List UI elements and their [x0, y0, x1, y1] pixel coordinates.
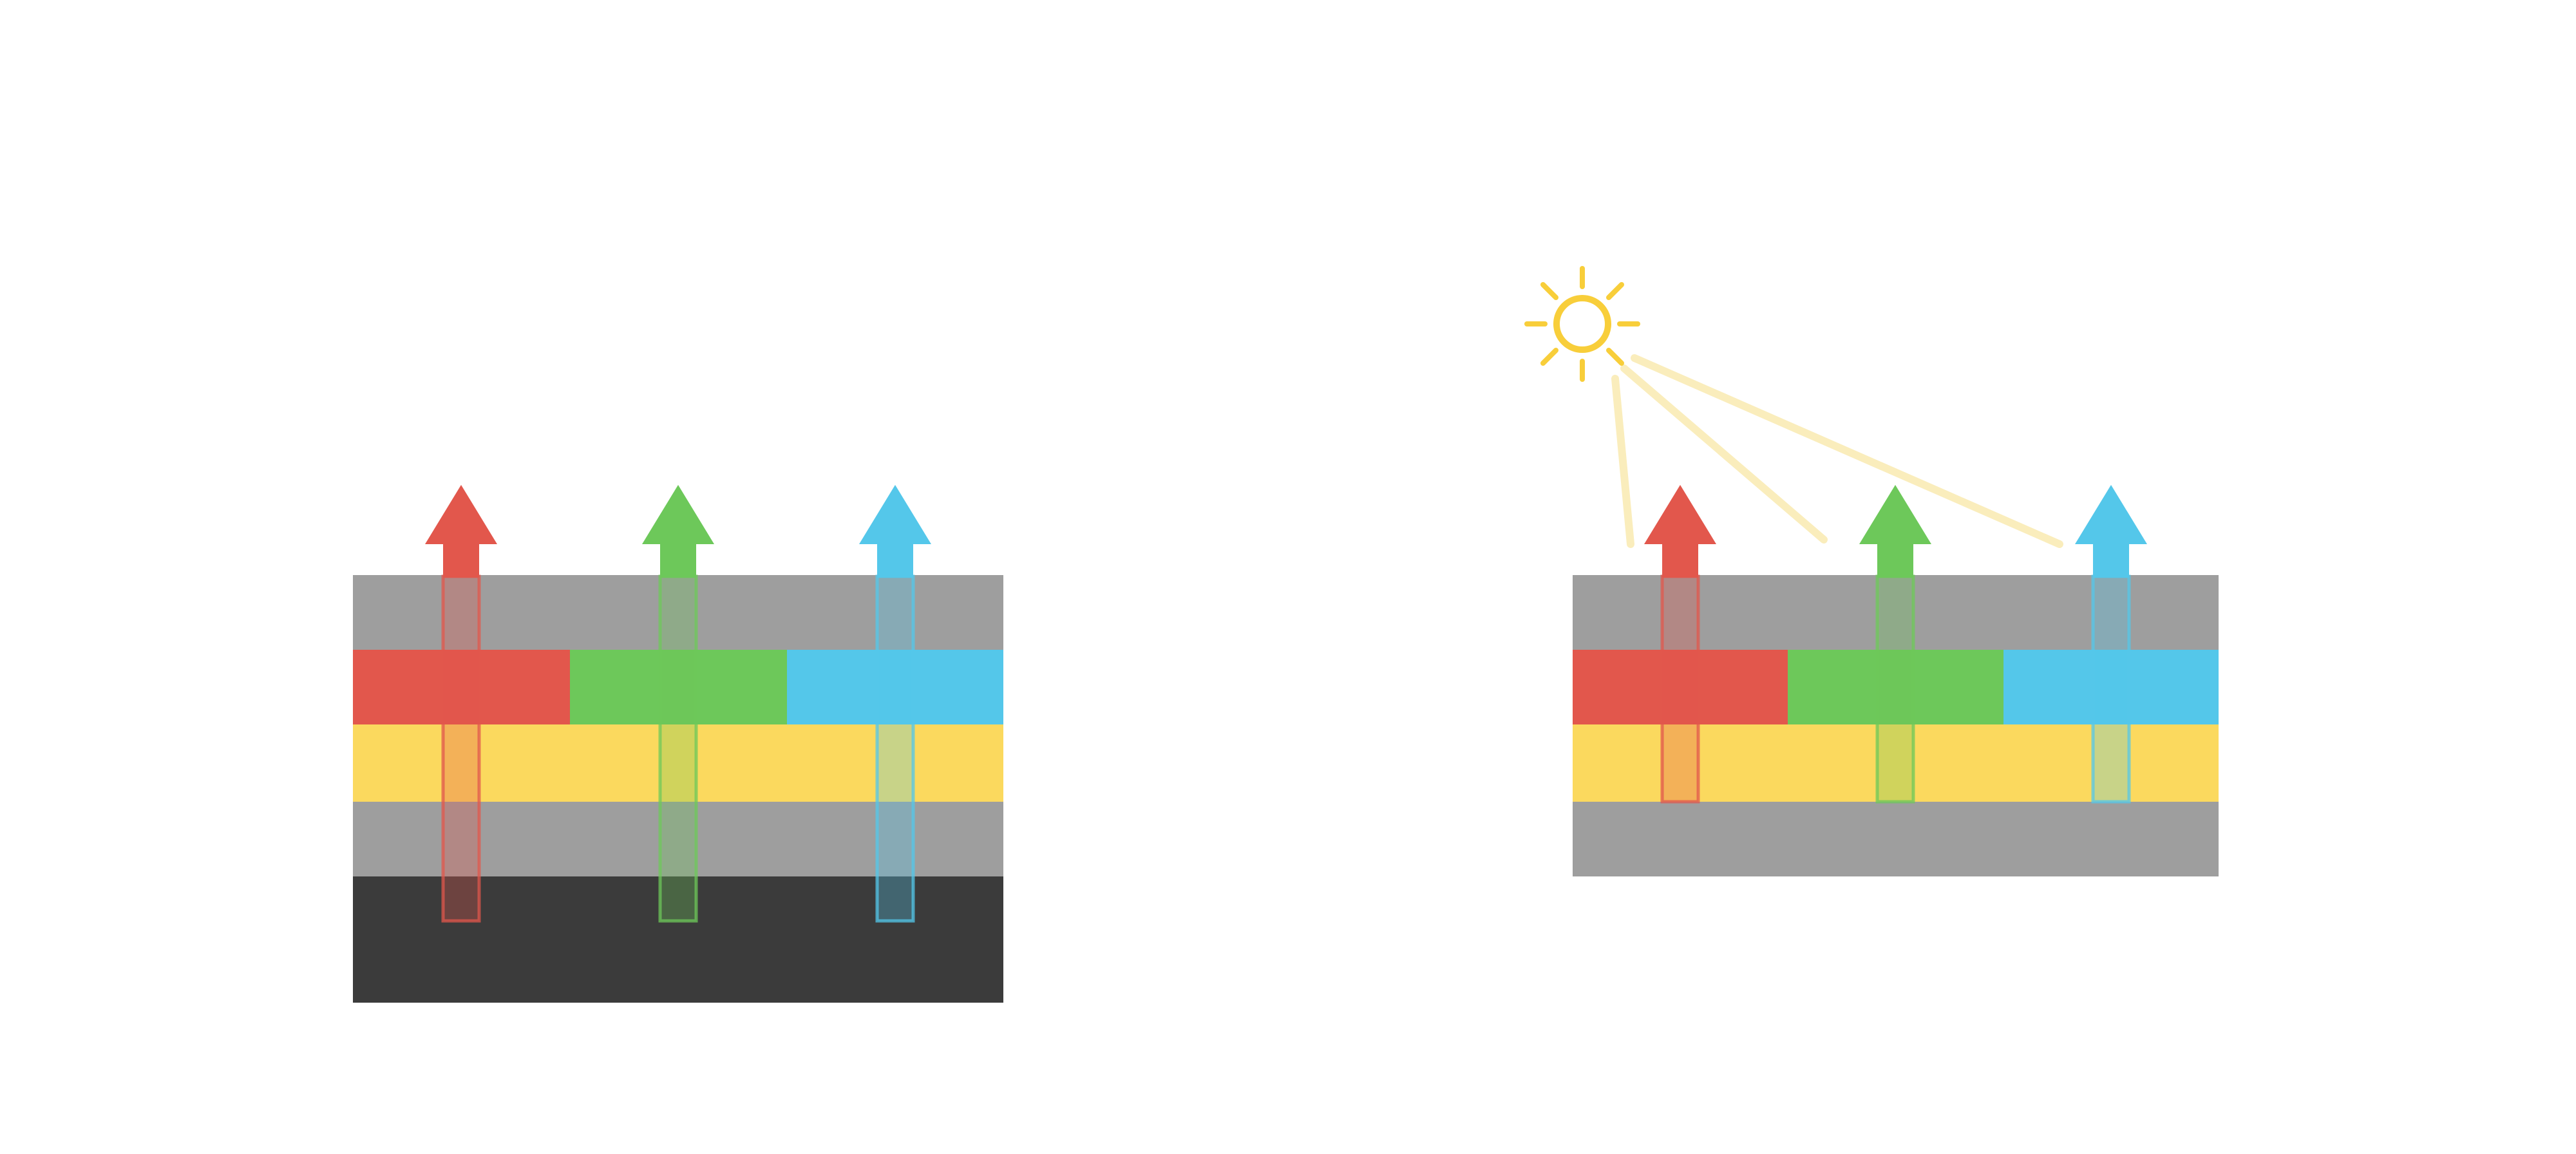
- right-arrow-tails: [1660, 574, 2131, 804]
- sun-icon: [1524, 266, 1640, 382]
- left-red-arrow-tail: [441, 574, 481, 923]
- sun-core: [1553, 295, 1611, 353]
- sun-beam: [1631, 354, 2063, 548]
- left-subpixel-green: [570, 650, 787, 724]
- right-layer-yellow: [1573, 724, 2219, 802]
- sun-beam: [1620, 364, 1828, 544]
- right-layer-gray-top: [1573, 575, 2219, 650]
- right-stack: [1573, 575, 2219, 876]
- sun-beams: [1611, 354, 2063, 548]
- left-subpixel-red: [353, 650, 570, 724]
- arrow-up-icon: [642, 485, 714, 578]
- left-stack: [353, 575, 1003, 1003]
- left-layer-dark-substrate: [353, 876, 1003, 1003]
- left-arrow-tails: [441, 574, 915, 923]
- right-subpixel-green: [1788, 650, 2003, 724]
- right-red-arrow-tail: [1660, 574, 1700, 804]
- right-cyan-arrow-tail: [2091, 574, 2131, 804]
- sun-ray: [1606, 348, 1624, 366]
- arrow-up-icon: [1859, 485, 1931, 578]
- arrow-up-icon: [2075, 485, 2147, 578]
- sun-ray: [1540, 282, 1558, 300]
- sun-ray: [1540, 348, 1558, 366]
- right-green-arrow-tail: [1875, 574, 1915, 804]
- left-layer-gray-top: [353, 575, 1003, 650]
- sun-beam: [1611, 375, 1634, 548]
- sun-ray: [1606, 282, 1624, 300]
- left-layer-yellow: [353, 724, 1003, 802]
- right-arrows: [1644, 485, 2147, 578]
- sun-rays: [1524, 266, 1640, 382]
- left-subpixel-cyan: [787, 650, 1003, 724]
- left-cyan-arrow-tail: [875, 574, 915, 923]
- right-subpixel-cyan: [2003, 650, 2219, 724]
- arrow-up-icon: [859, 485, 931, 578]
- left-green-arrow-tail: [658, 574, 698, 923]
- left-layer-gray-bottom: [353, 802, 1003, 876]
- right-subpixel-red: [1573, 650, 1788, 724]
- left-arrows: [425, 485, 931, 578]
- arrow-up-icon: [1644, 485, 1716, 578]
- arrow-up-icon: [425, 485, 497, 578]
- right-layer-gray-bottom: [1573, 802, 2219, 876]
